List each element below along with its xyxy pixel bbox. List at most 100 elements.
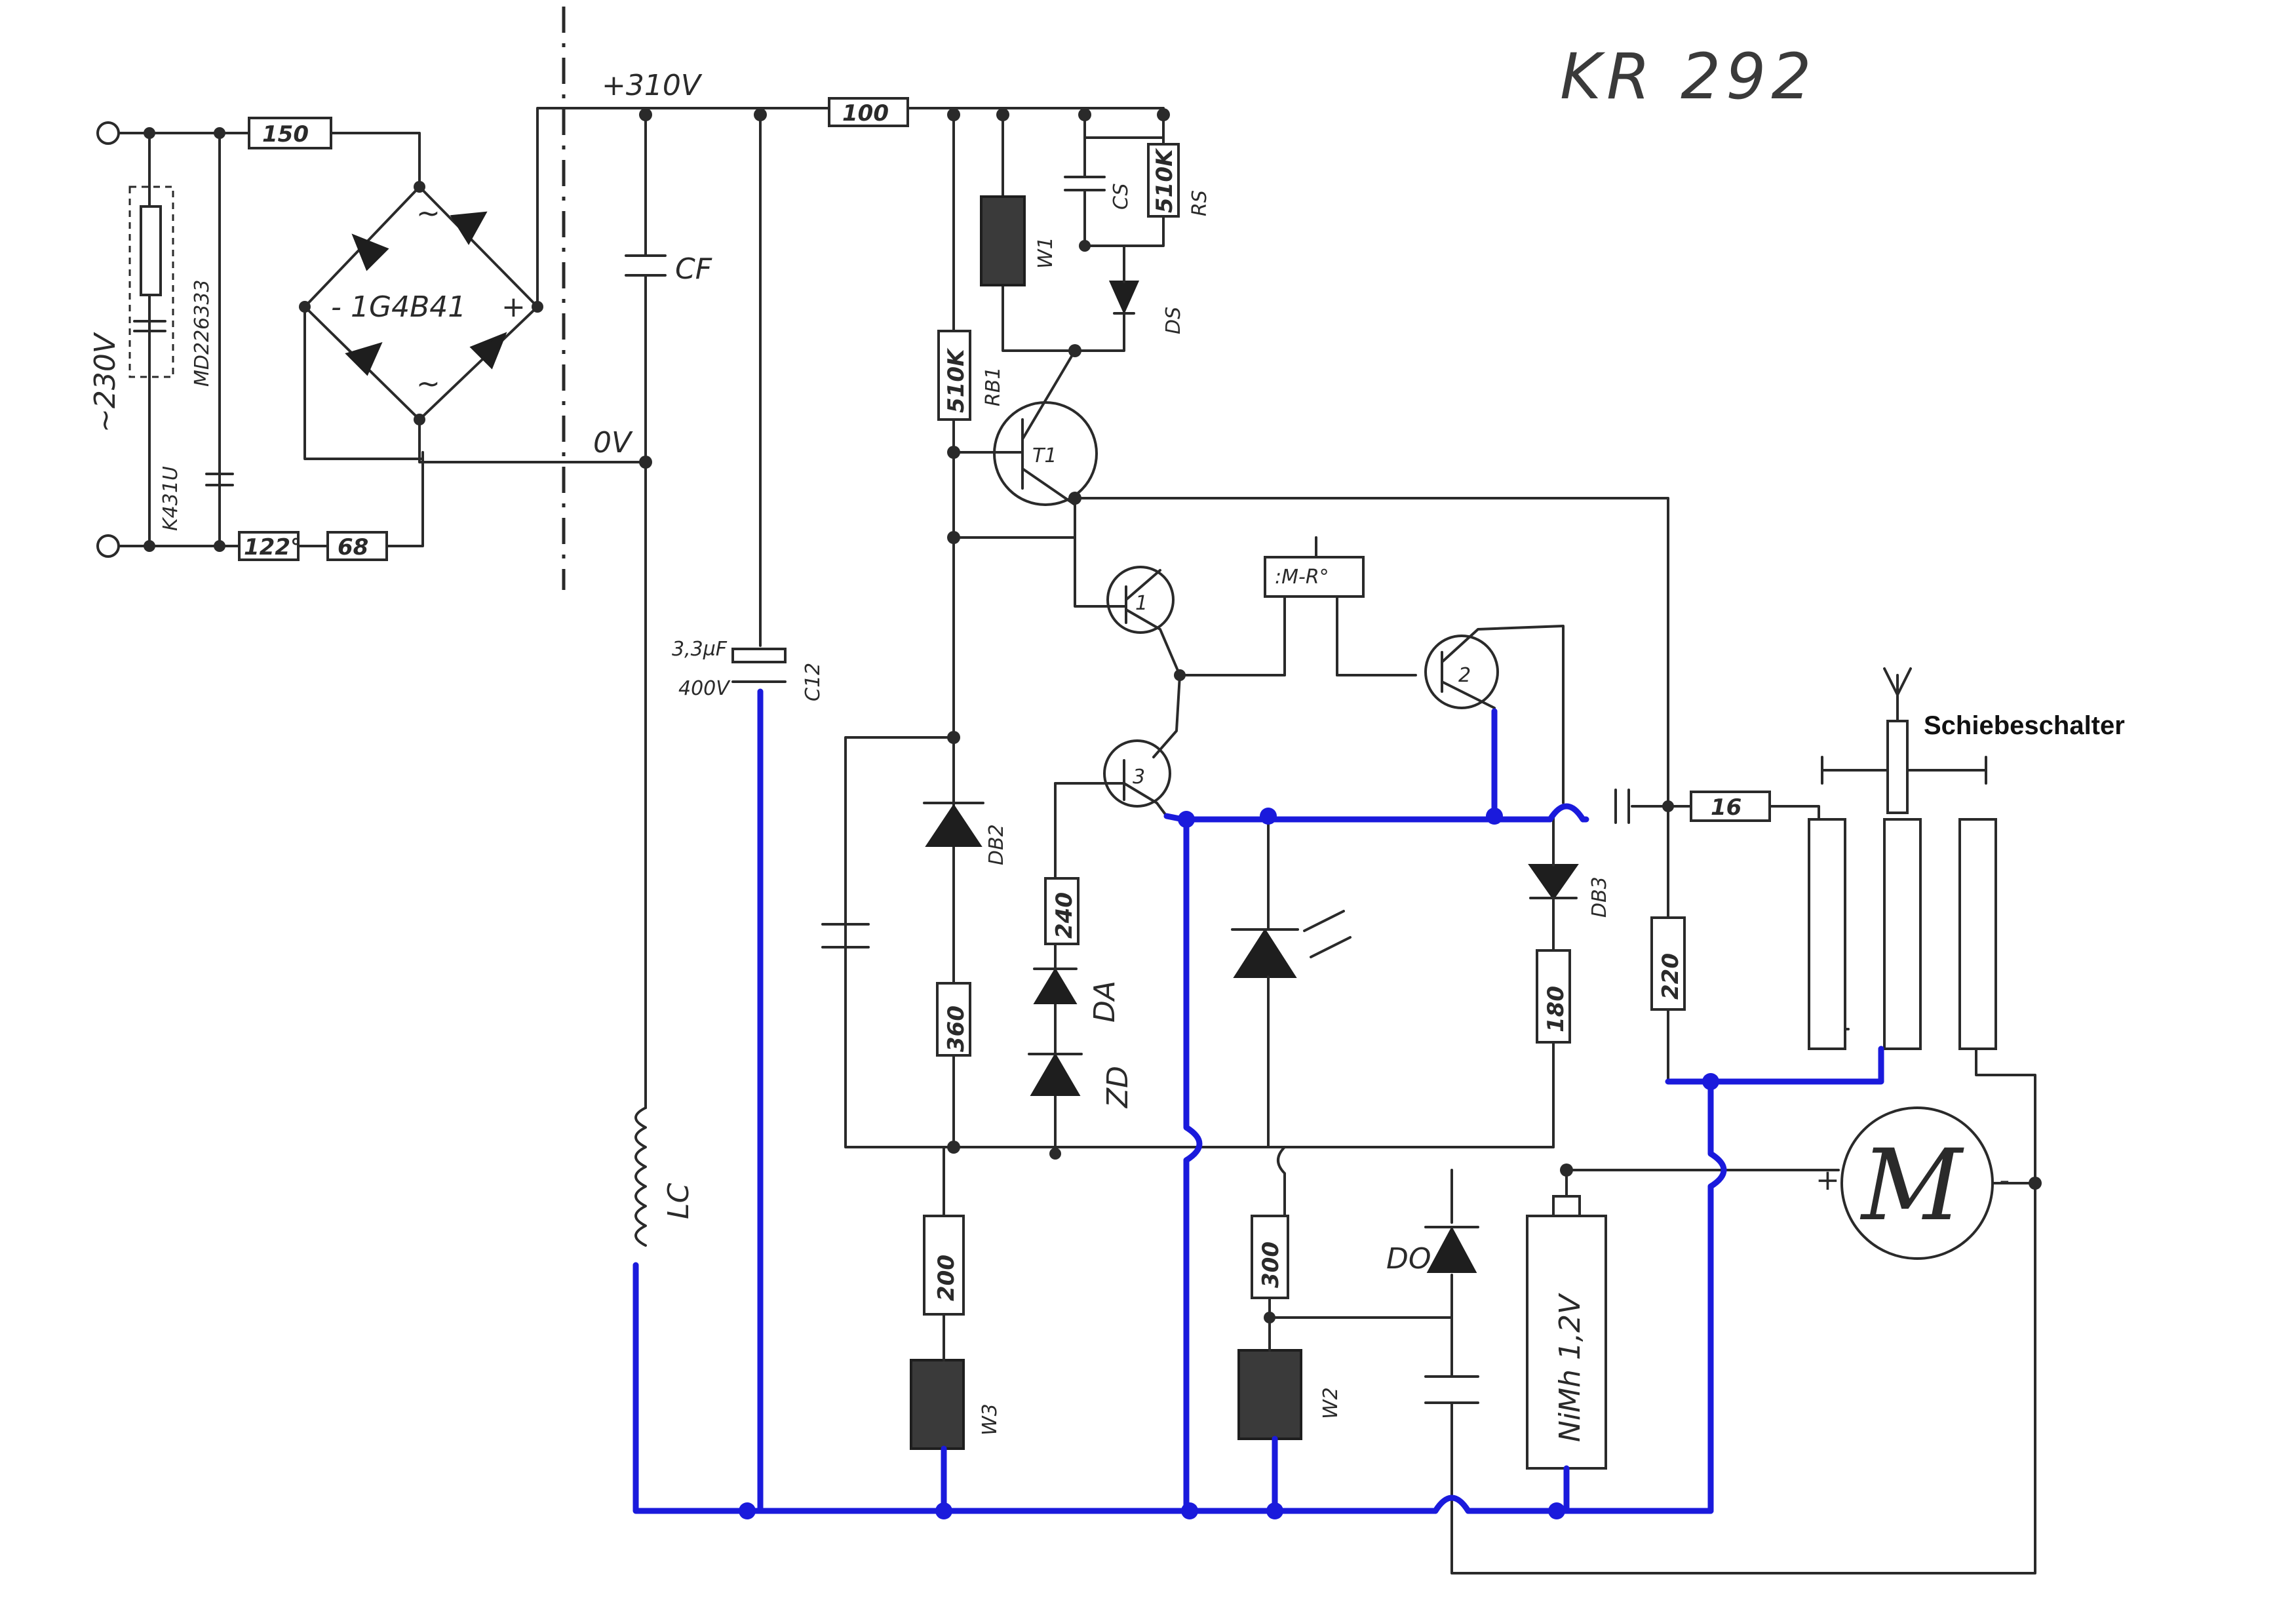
t1-emitter-wire (1074, 497, 1669, 804)
resistor-100-label: 100 (842, 100, 889, 127)
bridge-diode-4 (469, 332, 507, 370)
dc-rail-label: +310V (602, 69, 703, 102)
diode-do (1426, 1226, 1477, 1273)
bridge-ac-top-label: ~ (416, 197, 440, 230)
bridge-part-label: 1G4B41 (351, 290, 466, 324)
resistor-rb1 (937, 330, 971, 421)
resistor-122-label: 122° (244, 534, 302, 560)
cs-label: CS (1110, 183, 1133, 210)
switch-mr: :M-R° (1178, 536, 1417, 676)
resistor-122 (238, 531, 300, 561)
slide-switch: Schiebeschalter (1450, 667, 2125, 1574)
diode-db2 (925, 804, 983, 847)
bridge-minus-label: - (331, 290, 341, 324)
bridge-ac-bottom-label: ~ (416, 367, 440, 401)
c12-voltage-label: 400V (678, 677, 731, 700)
transistor-t1: T1 (952, 349, 1098, 506)
resistor-360-label: 360 (943, 1006, 969, 1052)
diode-da (1033, 968, 1078, 1004)
motor-minus-label: - (1999, 1163, 2010, 1197)
k2-label: 2 (1458, 664, 1471, 687)
bridge-diode-1 (351, 233, 389, 271)
motor: M + - (1565, 1106, 2042, 1260)
battery-label: NiMh 1,2V (1553, 1293, 1587, 1442)
mains-terminal-top (96, 121, 120, 145)
transistor-k2: 2 (1424, 625, 1565, 804)
resistor-180-label: 180 (1543, 986, 1569, 1032)
motor-plus-label: + (1816, 1163, 1840, 1197)
led-diode (1233, 928, 1297, 978)
bridge-diode-3 (345, 342, 383, 376)
x-capacitor: MD226333 (191, 279, 234, 486)
switch-mr-label: :M-R° (1275, 566, 1329, 589)
input-fuse: K431U (128, 186, 182, 531)
bridge-diode-2 (450, 211, 488, 245)
battery-nimh (1526, 1215, 1607, 1470)
transistor-k3: 3 (1054, 674, 1181, 1155)
resistor-68-label: 68 (338, 534, 368, 560)
rb1-name-label: RB1 (982, 366, 1005, 406)
snubber-network: 510K RS CS DS (1064, 113, 1211, 352)
ds-label: DS (1162, 307, 1185, 334)
schematic-title: KR 292 (1560, 40, 1816, 113)
db2-label: DB2 (985, 824, 1008, 865)
mains-terminal-bottom (96, 534, 120, 558)
resistor-150 (248, 117, 332, 149)
coil-w2 (1237, 1349, 1302, 1440)
bridge-plus-label: + (501, 290, 526, 324)
capacitor-cf-label: CF (675, 252, 712, 286)
output-coupling: 16 220 (1614, 789, 1850, 1083)
capacitor-c12: 3,3µF 400V C12 (672, 113, 825, 701)
resistor-68 (326, 531, 388, 561)
coil-w2-label: W2 (1319, 1387, 1342, 1419)
added-blue-wiring (632, 688, 1884, 1519)
rs-value-label: 510K (1152, 147, 1178, 213)
rb1-value-label: 510K (943, 347, 969, 413)
bridge-rectifier: - + 1G4B41 ~ ~ (299, 181, 543, 460)
diode-ds (1108, 281, 1140, 315)
coil-w3-label: W3 (979, 1403, 1002, 1436)
resistor-240-label: 240 (1051, 892, 1078, 939)
db3-label: DB3 (1588, 876, 1611, 918)
w1-branch (1002, 113, 1076, 352)
resistor-16-label: 16 (1711, 794, 1741, 821)
resistor-200-label: 200 (933, 1255, 960, 1301)
diode-db3 (1528, 864, 1579, 901)
k1-label: 1 (1135, 592, 1148, 615)
mains-voltage-label: ~230V (88, 332, 122, 433)
inductor-lc: LC (634, 1106, 695, 1247)
capacitor-cf (625, 113, 667, 463)
da-label: DA (1088, 981, 1121, 1023)
t1-label: T1 (1032, 444, 1057, 467)
da-zd-branch: 240 DA ZD (1028, 877, 1135, 1160)
coil-w3 (910, 1359, 965, 1450)
diode-zd (1030, 1053, 1081, 1096)
w2-branch: 300 W2 (1237, 1146, 1453, 1440)
k3-label: 3 (1133, 766, 1145, 789)
transistor-k1: 1 (952, 497, 1181, 676)
w3-branch: 200 W3 (910, 1146, 1002, 1450)
resistor-100 (828, 97, 909, 127)
db3-branch: DB3 180 (1528, 815, 1611, 1148)
motor-label: M (1859, 1129, 1964, 1243)
x-capacitor-label: MD226333 (191, 279, 214, 387)
c12-name-label: C12 (802, 663, 825, 701)
coil-w1-label: W1 (1034, 237, 1057, 269)
resistor-150-label: 150 (262, 121, 309, 147)
inductor-lc-label: LC (662, 1183, 695, 1219)
varistor-label: K431U (159, 466, 182, 531)
resistor-300-label: 300 (1258, 1242, 1284, 1288)
resistor-220-label: 220 (1658, 953, 1684, 1000)
ground-label: 0V (593, 426, 633, 460)
charging-section: DO NiMh 1,2V (1386, 1163, 1607, 1470)
zd-label: ZD (1101, 1066, 1135, 1108)
mains-input: ~230V (88, 121, 122, 558)
do-label: DO (1386, 1242, 1431, 1276)
switch-label: Schiebeschalter (1924, 711, 2125, 740)
rs-name-label: RS (1188, 190, 1211, 216)
led (1231, 815, 1352, 1148)
input-wiring (117, 127, 424, 552)
coil-w1 (980, 195, 1026, 286)
c12-value-label: 3,3µF (672, 638, 728, 661)
